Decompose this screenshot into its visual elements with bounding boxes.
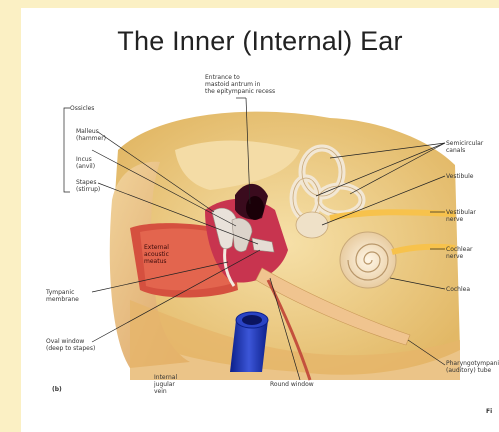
cochlea — [340, 232, 396, 288]
label-external-acoustic-meatus: External acoustic meatus — [144, 244, 169, 265]
label-cochlear-nerve: Cochlear nerve — [446, 246, 472, 260]
label-incus: Incus (anvil) — [76, 156, 95, 170]
label-malleus: Malleus (hammer) — [76, 128, 106, 142]
panel-label: (b) — [52, 386, 62, 393]
label-ossicles: Ossicles — [70, 105, 94, 112]
label-tympanic-membrane: Tympanic membrane — [46, 289, 79, 303]
label-stapes: Stapes (stirrup) — [76, 179, 100, 193]
label-cochlea: Cochlea — [446, 286, 470, 293]
label-vestibular-nerve: Vestibular nerve — [446, 209, 476, 223]
label-internal-jugular-vein: Internal jugular vein — [154, 374, 177, 395]
vestibule — [296, 212, 328, 238]
label-round-window: Round window — [270, 381, 314, 388]
figure-ref: Fi — [486, 408, 492, 415]
label-oval-window: Oval window (deep to stapes) — [46, 338, 95, 352]
label-vestibule: Vestibule — [446, 173, 473, 180]
label-semicircular-canals: Semicircular canals — [446, 140, 483, 154]
label-entrance-mastoid-antrum: Entrance to mastoid antrum in the epitym… — [205, 74, 275, 95]
label-pharyngotympanic-tube: Pharyngotympanic (auditory) tube — [446, 360, 499, 374]
